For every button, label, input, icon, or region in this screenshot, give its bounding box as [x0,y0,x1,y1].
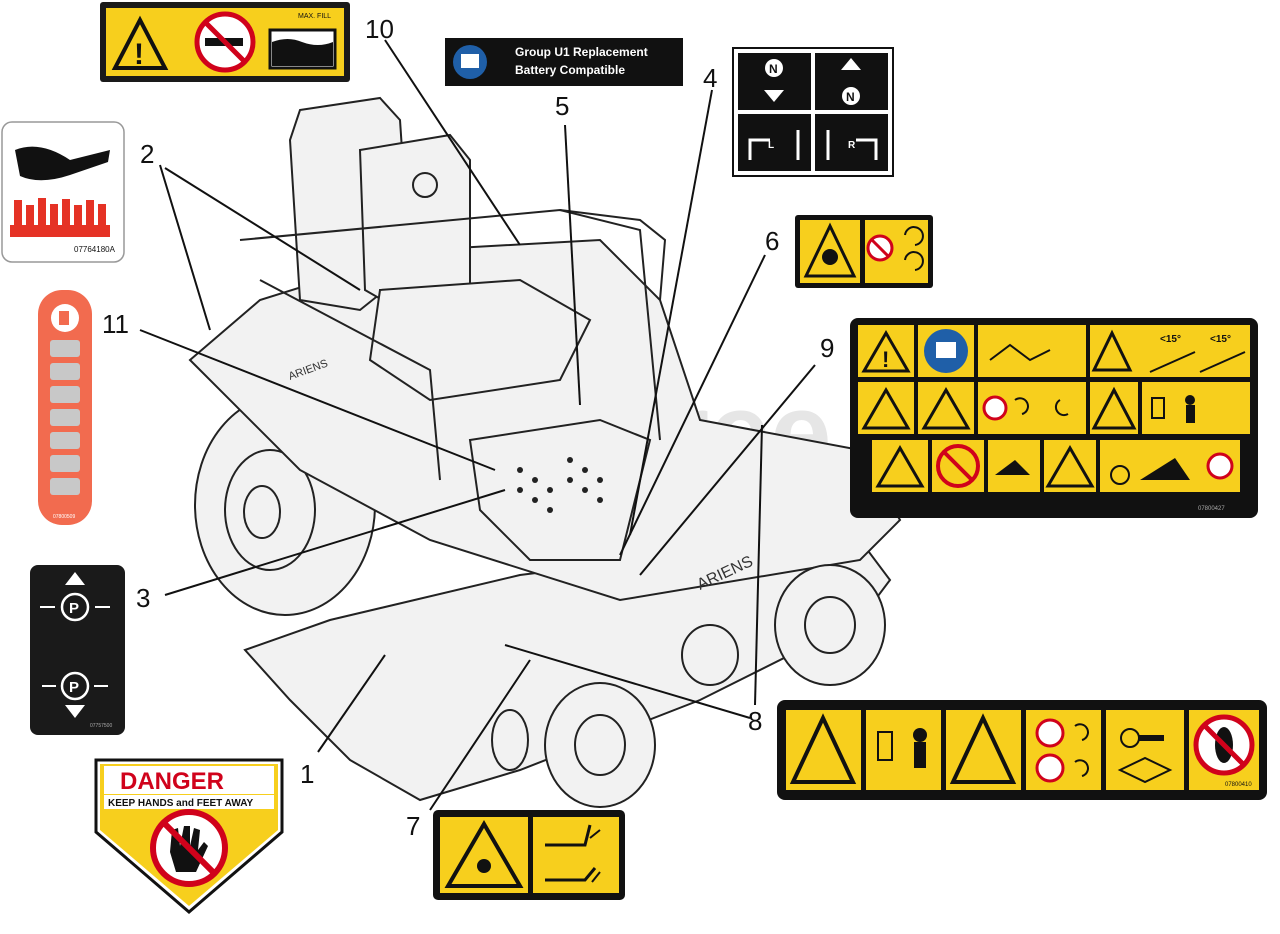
leader-lines [139,39,816,811]
svg-text:<15°: <15° [1210,334,1231,345]
arrow-down-icon [65,705,85,718]
danger-subtitle: KEEP HANDS and FEET AWAY [108,798,254,809]
hand-icon [15,146,110,181]
svg-text:MAX. FILL: MAX. FILL [298,13,331,20]
mower-icon [995,460,1030,475]
arrow-up-icon [65,572,85,585]
svg-text:07757500: 07757500 [90,723,112,729]
front-left-caster [544,682,656,808]
callout-6: 6 [765,226,779,256]
svg-text:P: P [69,679,79,696]
callout-3: 3 [136,583,150,613]
heat-surface-icon [10,225,110,237]
deflector-icon [545,824,597,882]
leader-8a [504,644,751,719]
callout-numbers: 1 2 3 4 5 6 7 8 9 10 11 [102,14,834,841]
rear-left-hub [224,449,316,571]
callout-10: 10 [365,14,394,44]
callout-11: 11 [102,309,129,339]
decal-fuel-warning: ! MAX. FILL [100,2,350,82]
deck-wheel-left [491,709,529,771]
decal-deflector [433,810,625,900]
no-passengers-icon [936,444,980,488]
lap-bar-right [239,208,661,441]
danger-title: DANGER [120,768,224,795]
thrown-objects-icon [444,820,524,888]
leader-5 [564,124,581,406]
decal-fuel-gauge: 07800509 [38,290,92,525]
seat-logo [412,172,438,198]
footplate [468,418,652,561]
leader-6 [619,254,766,556]
callout-4: 4 [703,63,717,93]
svg-text:N: N [769,62,778,76]
decal-blade-warning [795,215,933,288]
no-foot-icon [1035,753,1065,783]
svg-text:N: N [846,90,855,104]
park-brake-icon [60,592,90,622]
seat-cushion [368,278,592,402]
leader-11 [139,329,496,471]
svg-text:!: ! [134,38,144,71]
arrow-down-icon [764,90,784,102]
leader-8b [754,424,763,706]
callout-5: 5 [555,91,569,121]
warning-triangle-icon [111,15,169,70]
slope-hazard-icon [1091,329,1133,372]
rotating-blade-icon [904,226,924,271]
leader-2b [164,167,361,291]
callout-8: 8 [748,706,762,736]
svg-text:!: ! [882,347,889,372]
svg-text:Group U1 Replacement: Group U1 Replacement [515,45,648,59]
warning-triangle-icon [861,330,911,373]
front-right-caster [774,564,886,686]
decal-control-directions: N N L R [732,47,894,177]
operator-icon [989,343,1051,362]
callout-2: 2 [140,139,154,169]
svg-text:Battery Compatible: Battery Compatible [515,63,625,77]
park-brake-engaged-icon [60,671,90,701]
leader-4 [629,89,713,536]
no-hand-icon [982,395,1008,421]
callout-9: 9 [820,333,834,363]
svg-text:P: P [69,600,79,617]
callout-1: 1 [300,759,314,789]
svg-text:07800410: 07800410 [1225,782,1252,788]
svg-text:07800427: 07800427 [1198,506,1225,512]
callout-7: 7 [406,811,420,841]
arrow-up-icon [841,58,861,70]
svg-text:L: L [768,140,774,151]
leader-1 [317,654,386,753]
svg-text:R: R [848,140,856,151]
leader-3 [164,489,506,596]
thrown-objects-icon [789,713,857,784]
decal-danger: DANGER KEEP HANDS and FEET AWAY [94,758,284,914]
svg-text:<15°: <15° [1160,334,1181,345]
svg-text:07800509: 07800509 [53,514,75,520]
decal-battery-replacement: Group U1 Replacement Battery Compatible [445,38,683,86]
leader-10 [384,39,521,246]
decal-safety-bottom: 07800410 [777,700,1267,800]
decal-park-brake: P P 07757500 [30,565,125,735]
leader-9 [639,364,816,576]
blade-hazard-icon [803,222,857,278]
svg-text:07764180A: 07764180A [74,245,116,254]
leader-7 [429,659,531,811]
bystander-icon [913,728,927,742]
lap-bar-left [259,279,441,481]
decal-safety-large: ! <15° <15° [850,318,1258,518]
deck-wheel-right [681,624,739,686]
no-hand-icon [1035,718,1065,748]
decal-hot-surface: 07764180A [1,121,125,263]
bystander-icon [1185,395,1195,405]
leader-2a [159,164,211,331]
